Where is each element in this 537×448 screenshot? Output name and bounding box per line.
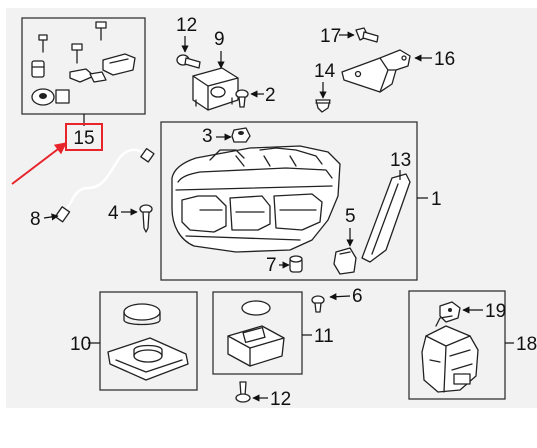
callout-10: 10 [70, 334, 91, 355]
vent-tube-part-8 [54, 147, 155, 223]
callout-12-top: 12 [176, 15, 197, 36]
kit-connector [55, 89, 70, 104]
kit-grommet [31, 60, 45, 78]
callout-6: 6 [352, 286, 363, 307]
callout-15: 15 [73, 128, 94, 149]
trim-strip-part-13 [361, 173, 411, 263]
callout-5: 5 [345, 206, 356, 227]
callout-4: 4 [108, 203, 119, 224]
kit-screw-3 [71, 43, 83, 64]
screw-part-12-top [176, 54, 201, 69]
clip-part-5 [333, 247, 357, 275]
kit-clip-2 [89, 71, 107, 83]
cover-cap-part-11 [227, 300, 285, 367]
bolt-part-17 [355, 27, 379, 43]
kit-clip-1 [69, 68, 95, 83]
adjuster-box [408, 290, 506, 400]
callout-7: 7 [266, 255, 277, 276]
screw-part-6 [311, 295, 325, 313]
clip-part-14 [315, 99, 331, 113]
cover-cap-box-11 [212, 291, 303, 375]
headlamp-assembly-box [160, 121, 418, 281]
cover-cap-box [99, 291, 198, 391]
callout-14: 14 [314, 61, 336, 82]
callout-13: 13 [390, 150, 411, 171]
callout-2: 2 [265, 85, 276, 106]
callout-12-bottom: 12 [270, 389, 291, 410]
callout-1: 1 [431, 189, 442, 210]
hardware-kit-box [21, 17, 146, 126]
screw-part-12-bottom [235, 381, 251, 403]
callout-16: 16 [434, 49, 455, 70]
grommet-part-7 [289, 255, 303, 273]
callout-8: 8 [30, 209, 41, 230]
screw-part-2 [235, 89, 249, 108]
kit-screw-1 [38, 34, 48, 53]
screw-part-4 [139, 204, 153, 233]
clip-part-19 [439, 301, 461, 323]
callout-9: 9 [214, 29, 225, 50]
callout-17: 17 [320, 26, 341, 47]
highlight-box-15 [65, 123, 103, 151]
cover-cap-part-10 [107, 303, 189, 381]
callout-18: 18 [516, 334, 537, 355]
callout-11: 11 [314, 326, 334, 347]
callout-3: 3 [202, 126, 213, 147]
kit-screw-2 [95, 21, 107, 41]
mounting-bracket-part-16 [341, 49, 411, 93]
nut-part-3 [231, 127, 251, 143]
highlight-arrow [11, 142, 67, 185]
callout-19: 19 [485, 301, 506, 322]
headlamp-part-1 [171, 145, 341, 253]
adjuster-part-18 [421, 315, 479, 393]
